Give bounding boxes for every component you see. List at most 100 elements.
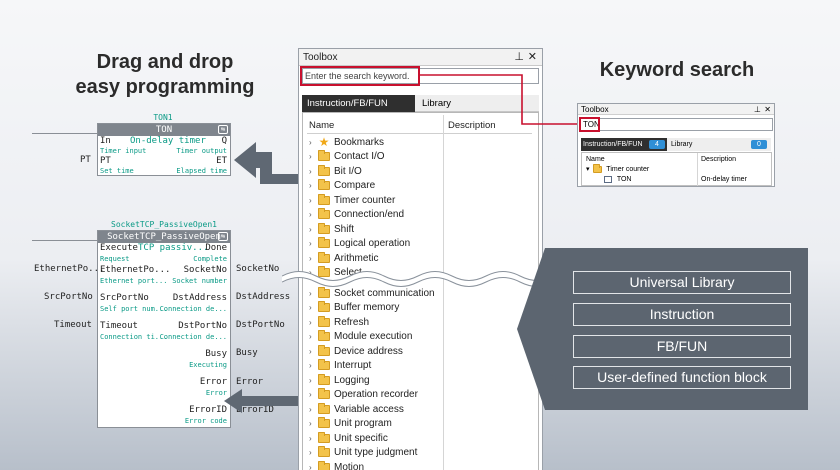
- tree-item-label: Bit I/O: [334, 165, 362, 177]
- folder-icon: [318, 286, 330, 298]
- socket-timeout-outside[interactable]: Timeout: [54, 320, 92, 330]
- ton-elapsed-time: Elapsed time: [176, 167, 227, 175]
- tree-item-unit-program[interactable]: › Unit program: [309, 417, 392, 431]
- column-description[interactable]: Description: [448, 120, 496, 131]
- toolbox-titlebar: Toolbox ⊥ ✕: [299, 49, 542, 66]
- tree-item-bookmarks[interactable]: › ★ Bookmarks: [309, 135, 384, 149]
- collapse-icon[interactable]: ▾: [586, 166, 590, 173]
- tree-item-timer-counter[interactable]: › Timer counter: [309, 193, 395, 207]
- mini-pin-icon[interactable]: ⊥: [754, 105, 761, 114]
- pin-icon[interactable]: ⊥: [514, 51, 524, 63]
- socket-function-block[interactable]: SocketTCP_PassiveOpen ⇆ Execute TCP pass…: [97, 230, 231, 428]
- expand-icon[interactable]: ›: [309, 390, 312, 399]
- mini-tab-instruction[interactable]: Instruction/FB/FUN 4: [581, 138, 667, 151]
- ton-timer-output: Timer output: [176, 147, 227, 155]
- tree-item-select[interactable]: › Select: [309, 266, 362, 280]
- mini-tab-library[interactable]: Library 0: [669, 138, 769, 151]
- tree-item-shift[interactable]: › Shift: [309, 222, 354, 236]
- tree-item-connection-end[interactable]: › Connection/end: [309, 208, 404, 222]
- feature-fb-fun: FB/FUN: [573, 335, 791, 358]
- fb-icon: [604, 175, 612, 183]
- expand-icon[interactable]: ›: [309, 404, 312, 414]
- tree-item-buffer-memory[interactable]: › Buffer memory: [309, 301, 399, 315]
- socket-dstaddress-outside[interactable]: DstAddress: [236, 292, 291, 302]
- tree-item-label: Interrupt: [334, 360, 372, 371]
- folder-icon: [318, 402, 330, 414]
- mini-tree-item-ton[interactable]: TON: [604, 175, 631, 184]
- tree-item-device-address[interactable]: › Device address: [309, 344, 403, 358]
- swap-icon[interactable]: ⇆: [218, 232, 228, 241]
- tree-item-label: Shift: [334, 223, 355, 235]
- expand-icon[interactable]: ›: [309, 303, 312, 312]
- mini-tree-item-label: TON: [616, 176, 632, 183]
- socket-errorid-outside[interactable]: ErrorID: [236, 405, 274, 415]
- tree-item-logging[interactable]: › Logging: [309, 373, 370, 387]
- expand-icon[interactable]: ›: [309, 375, 312, 385]
- expand-icon[interactable]: ›: [309, 253, 312, 263]
- tree-item-logical-operation[interactable]: › Logical operation: [309, 237, 410, 251]
- expand-icon[interactable]: ›: [309, 448, 312, 457]
- tree-item-label: Variable access: [334, 403, 404, 415]
- tree-item-label: Buffer memory: [334, 302, 400, 313]
- swap-icon[interactable]: ⇆: [218, 125, 228, 134]
- tree-item-unit-type-judgment[interactable]: › Unit type judgment: [309, 446, 417, 460]
- expand-icon[interactable]: ›: [309, 419, 312, 428]
- close-icon[interactable]: ✕: [527, 51, 537, 63]
- expand-icon[interactable]: ›: [309, 288, 312, 298]
- tree-item-contact-io[interactable]: › Contact I/O: [309, 150, 385, 164]
- tree-item-socket-communication[interactable]: › Socket communication: [309, 286, 435, 300]
- socket-eth-outside[interactable]: EthernetPo...: [34, 264, 105, 274]
- expand-icon[interactable]: ›: [309, 181, 312, 190]
- tab-library[interactable]: Library: [422, 98, 452, 109]
- search-highlight-frame: [300, 66, 420, 86]
- socket-socketno-outside[interactable]: SocketNo: [236, 264, 280, 274]
- socket-srcport-outside[interactable]: SrcPortNo: [44, 292, 93, 302]
- ton-in-label: In: [100, 136, 111, 146]
- expand-icon[interactable]: ›: [309, 317, 312, 327]
- tree-item-unit-specific[interactable]: › Unit specific: [309, 431, 388, 445]
- expand-icon[interactable]: ›: [309, 137, 312, 147]
- tab-instruction-fb-fun[interactable]: Instruction/FB/FUN: [302, 95, 415, 112]
- expand-icon[interactable]: ›: [309, 152, 312, 161]
- socket-dstport-label: DstPortNo: [178, 321, 227, 331]
- ton-pt-outside[interactable]: PT: [80, 155, 91, 165]
- folder-icon: [318, 330, 330, 341]
- expand-icon[interactable]: ›: [309, 195, 312, 205]
- toolbox-search-input[interactable]: Enter the search keyword.: [302, 68, 539, 84]
- tree-item-module-execution[interactable]: › Module execution: [309, 330, 412, 344]
- tree-item-operation-recorder[interactable]: › Operation recorder: [309, 388, 418, 402]
- tree-item-bit-io[interactable]: › Bit I/O: [309, 164, 362, 178]
- tree-item-motion[interactable]: › Motion: [309, 460, 364, 470]
- mini-titlebar: Toolbox ⊥ ✕: [578, 104, 774, 115]
- mini-tree-item-timer-counter[interactable]: ▾ Timer counter: [586, 163, 649, 174]
- expand-icon[interactable]: ›: [309, 433, 312, 443]
- socket-dstport-desc: Connection de...: [159, 333, 227, 341]
- tree-item-label: Logical operation: [334, 238, 411, 249]
- tree-item-compare[interactable]: › Compare: [309, 179, 375, 193]
- mini-search-input[interactable]: TON: [580, 118, 773, 131]
- folder-icon: [318, 315, 330, 327]
- tree-item-refresh[interactable]: › Refresh: [309, 315, 369, 329]
- expand-icon[interactable]: ›: [309, 268, 312, 277]
- socket-errorid-desc: Error code: [184, 417, 227, 425]
- expand-icon[interactable]: ›: [309, 361, 312, 370]
- socket-error-desc: Error: [205, 389, 227, 397]
- socket-dstport-outside[interactable]: DstPortNo: [236, 320, 285, 330]
- socket-error-outside[interactable]: Error: [236, 377, 264, 387]
- socket-execute: Execute: [100, 243, 138, 253]
- tree-item-variable-access[interactable]: › Variable access: [309, 402, 404, 416]
- expand-icon[interactable]: ›: [309, 332, 312, 341]
- expand-icon[interactable]: ›: [309, 224, 312, 234]
- column-name[interactable]: Name: [309, 120, 335, 131]
- expand-icon[interactable]: ›: [309, 239, 312, 248]
- expand-icon[interactable]: ›: [309, 346, 312, 356]
- tree-item-interrupt[interactable]: › Interrupt: [309, 359, 371, 373]
- feature-panel: Universal Library Instruction FB/FUN Use…: [545, 248, 808, 410]
- expand-icon[interactable]: ›: [309, 462, 312, 470]
- ton-function-block[interactable]: TON ⇆ In On-delay timer Q Timer input Ti…: [97, 123, 231, 176]
- expand-icon[interactable]: ›: [309, 210, 312, 219]
- socket-busy-outside[interactable]: Busy: [236, 348, 258, 358]
- mini-close-icon[interactable]: ✕: [764, 105, 771, 114]
- tree-item-arithmetic[interactable]: › Arithmetic: [309, 251, 378, 265]
- expand-icon[interactable]: ›: [309, 166, 312, 176]
